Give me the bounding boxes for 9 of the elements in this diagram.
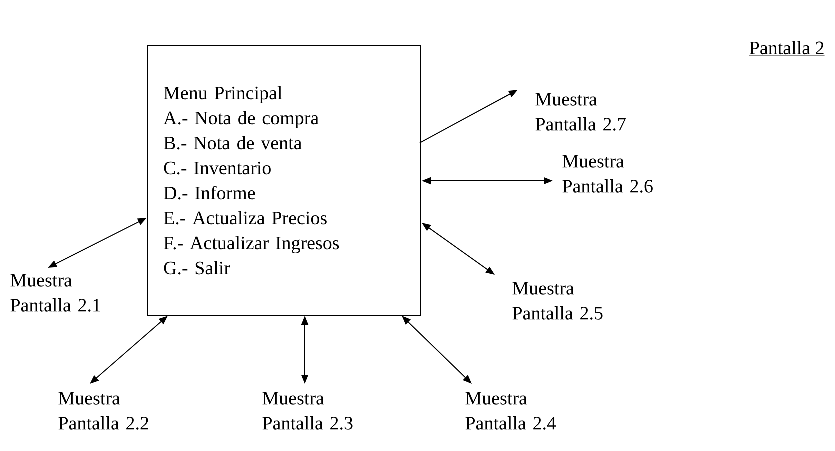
screen-label: Muestra Pantalla 2.4 (466, 392, 556, 430)
menu-box: Menu Principal A.- Nota de compra B.- Nota de venta C.- Inventario D.- Informe E.- Actualiza Precios F.- Actualizar Ingresos G.- Salir (147, 45, 421, 316)
screen-label: Muestra Pantalla 2.1 (10, 274, 100, 312)
screen-label: Muestra Pantalla 2.5 (512, 282, 603, 320)
screen-label: Muestra Pantalla 2.2 (58, 392, 148, 430)
screen-label: Muestra Pantalla 2.3 (262, 392, 353, 430)
screen-label: Muestra Pantalla 2.7 (536, 93, 626, 131)
screen-label: Muestra Pantalla 2.6 (562, 155, 653, 193)
screen-title: Pantalla 2 (749, 41, 825, 56)
